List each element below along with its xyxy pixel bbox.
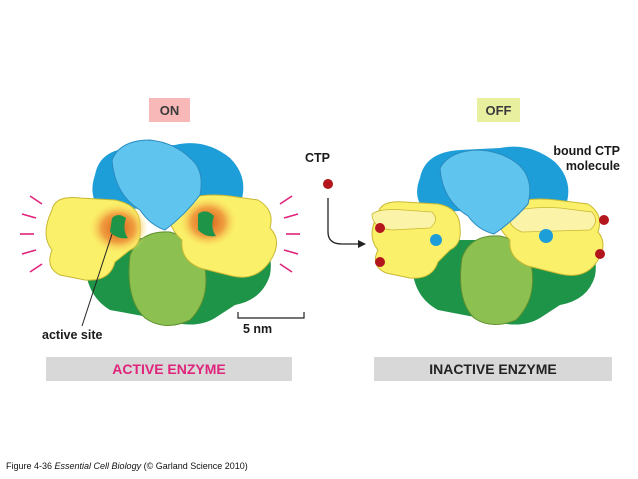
- figure-citation: Figure 4-36 Essential Cell Biology (© Ga…: [6, 461, 248, 471]
- activity-lines-left: [20, 195, 43, 273]
- binding-arrow: [327, 198, 358, 245]
- ctp-molecule-icon: [323, 179, 333, 189]
- on-state-label: ON: [159, 102, 180, 118]
- active-site-label: active site: [42, 328, 103, 342]
- green-light-subunit: [460, 235, 534, 325]
- scale-bar: [237, 312, 305, 319]
- bound-ctp-label-line2: molecule: [565, 159, 620, 173]
- scale-bar-label: 5 nm: [243, 322, 273, 336]
- citation-prefix: Figure 4-36: [6, 461, 55, 471]
- off-state-label: OFF: [485, 102, 512, 118]
- active-enzyme-caption: ACTIVE ENZYME: [112, 361, 226, 377]
- off-state-badge: OFF: [477, 98, 520, 122]
- yellow-pale-top-right: [508, 207, 596, 233]
- blue-light-subunit: [439, 149, 531, 235]
- ctp-label: CTP: [305, 151, 330, 165]
- bound-ctp-icon: [375, 257, 385, 267]
- ctp-binding-arrow-group: [323, 179, 366, 248]
- citation-book-title: Essential Cell Biology: [54, 461, 142, 471]
- inactive-enzyme-caption: INACTIVE ENZYME: [429, 361, 557, 377]
- blue-light-subunit: [111, 139, 202, 231]
- bound-ctp-icon: [375, 223, 385, 233]
- inactive-enzyme-caption-bar: INACTIVE ENZYME: [374, 357, 612, 381]
- bound-ctp-icon: [599, 215, 609, 225]
- inactive-enzyme-illustration: [371, 146, 609, 325]
- citation-suffix: (© Garland Science 2010): [141, 461, 248, 471]
- bound-ctp-label: bound CTP molecule: [534, 144, 620, 174]
- active-enzyme-caption-bar: ACTIVE ENZYME: [46, 357, 292, 381]
- activity-lines-right: [279, 195, 300, 273]
- active-site-cleft-left: [110, 215, 128, 239]
- active-enzyme-illustration: [20, 139, 305, 327]
- active-site-cleft-right: [198, 211, 216, 237]
- bound-ctp-icon: [595, 249, 605, 259]
- on-state-badge: ON: [149, 98, 190, 122]
- bound-ctp-label-line1: bound CTP: [553, 144, 620, 158]
